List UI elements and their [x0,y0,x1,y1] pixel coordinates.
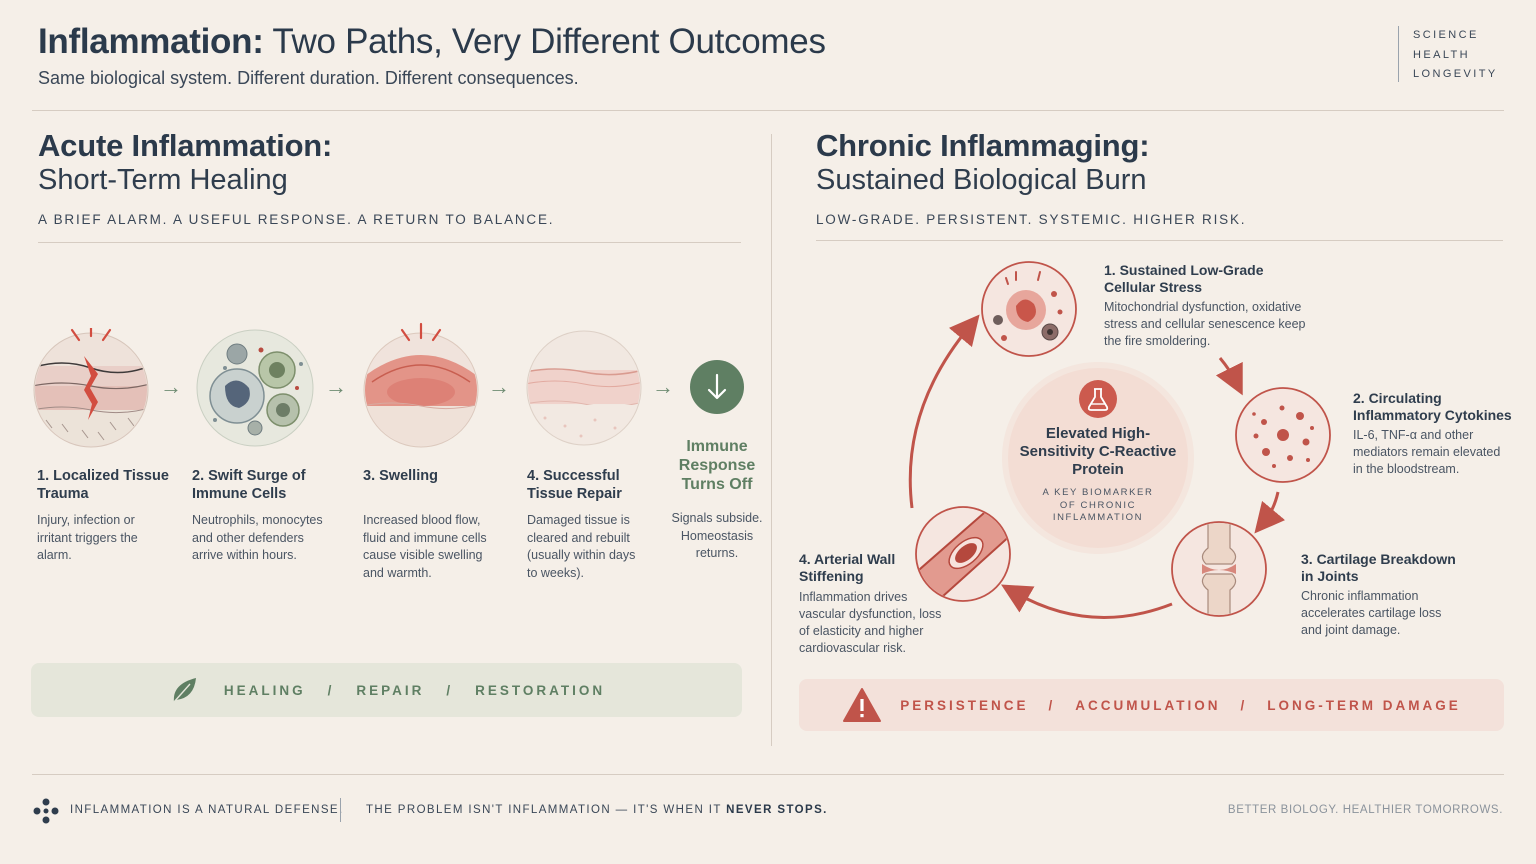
acute-outcome-band: HEALING / REPAIR / RESTORATION [31,663,742,717]
band-item: ACCUMULATION [1075,697,1221,713]
brand-tag: LONGEVITY [1413,68,1498,80]
cycle-item-title: 2. Circulating Inflammatory Cytokines [1353,390,1512,423]
arrow-right-icon: → [652,374,674,399]
acute-tagline: A BRIEF ALARM. A USEFUL RESPONSE. A RETU… [38,212,555,227]
arrow-right-icon: → [488,374,510,399]
acute-title: Acute Inflammation: [38,128,333,163]
cellular-stress-icon [981,261,1077,357]
joint-icon [1171,521,1267,617]
acute-divider [38,242,741,243]
band-item: PERSISTENCE [900,697,1029,713]
band-item: RESTORATION [475,682,606,698]
header-divider [32,110,1504,111]
step-desc: Injury, infection or irritant triggers t… [37,513,138,562]
footer-middle: THE PROBLEM ISN'T INFLAMMATION — IT'S WH… [366,804,828,816]
step-title: 3. Swelling [363,468,438,484]
footer-right: BETTER BIOLOGY. HEALTHIER TOMORROWS. [1227,804,1503,816]
band-separator: / [446,682,454,698]
footer-divider [32,774,1504,775]
crp-title: Elevated High-Sensitivity C-Reactive Pro… [1019,425,1177,478]
arrow-right-icon: → [160,374,182,399]
brand-tags: SCIENCE HEALTH LONGEVITY [1398,26,1498,82]
swelling-icon [363,322,479,448]
chronic-outcome-band: PERSISTENCE / ACCUMULATION / LONG-TERM D… [799,679,1504,731]
band-item: REPAIR [356,682,425,698]
chronic-divider [816,240,1503,241]
final-step-desc: Signals subside. Homeostasis returns. [671,511,763,560]
band-item: HEALING [223,682,306,698]
brand-tag: SCIENCE [1413,29,1479,41]
chronic-title: Chronic Inflammaging: [816,128,1150,163]
flask-icon [1079,380,1117,418]
cycle-item-title: 3. Cartilage Breakdown in Joints [1301,551,1456,584]
band-item: LONG-TERM DAMAGE [1267,697,1461,713]
step-desc: Neutrophils, monocytes and other defende… [192,513,323,562]
tissue-repair-icon [526,330,642,446]
band-separator: / [1048,697,1056,713]
page-subtitle: Same biological system. Different durati… [38,68,579,88]
brand-tag: HEALTH [1413,48,1470,61]
molecule-icon [33,798,59,824]
chronic-tagline: LOW-GRADE. PERSISTENT. SYSTEMIC. HIGHER … [816,212,1247,227]
leaf-icon [173,678,196,703]
band-separator: / [327,682,335,698]
band-separator: / [1240,697,1248,713]
footer-left: INFLAMMATION IS A NATURAL DEFENSE. [70,804,344,816]
arrow-right-icon: → [325,374,347,399]
immune-cells-icon [196,329,314,447]
cytokines-icon [1235,387,1331,483]
cycle-arrows [908,314,1286,619]
step-title: 1. Localized Tissue Trauma [37,468,169,502]
column-divider [771,134,772,746]
acute-subtitle: Short-Term Healing [38,164,288,196]
step-desc: Damaged tissue is cleared and rebuilt (u… [527,513,636,580]
warning-icon [843,688,882,722]
step-desc: Increased blood flow, fluid and immune c… [363,513,487,580]
footer-separator [340,798,341,822]
cycle-item-desc: Inflammation drives vascular dysfunction… [799,590,942,655]
cycle-item-title: 4. Arterial Wall Stiffening [799,551,896,584]
page-title: Inflammation: Two Paths, Very Different … [38,22,826,61]
crp-note: A KEY BIOMARKER OF CHRONIC INFLAMMATION [1042,487,1154,523]
artery-icon [915,506,1011,602]
step-title: 4. Successful Tissue Repair [527,468,622,502]
down-arrow-icon [690,360,744,414]
cycle-item-title: 1. Sustained Low-Grade Cellular Stress [1104,262,1264,295]
cycle-item-desc: Mitochondrial dysfunction, oxidative str… [1104,300,1306,348]
cycle-item-desc: Chronic inflammation accelerates cartila… [1301,589,1442,637]
chronic-subtitle: Sustained Biological Burn [816,164,1147,196]
cycle-item-desc: IL-6, TNF-α and other mediators remain e… [1353,428,1501,476]
tissue-trauma-icon [33,328,149,448]
final-step-title: Immune Response Turns Off [678,438,756,493]
step-title: 2. Swift Surge of Immune Cells [192,468,306,502]
